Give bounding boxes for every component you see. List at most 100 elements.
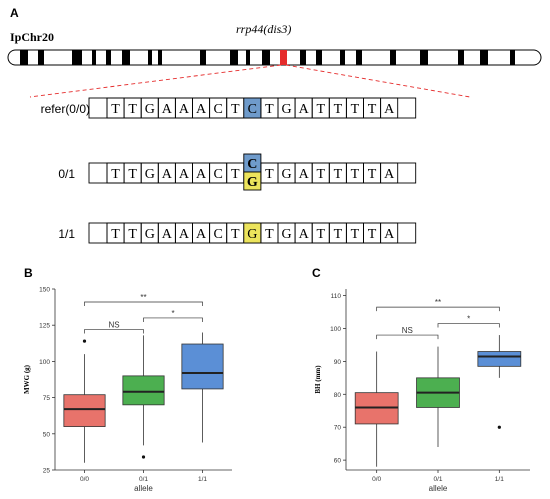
base-letter: A: [179, 102, 190, 117]
chromosome-band: [20, 50, 28, 65]
base-letter: T: [316, 227, 325, 242]
gene-label: rrp44(dis3): [236, 22, 291, 36]
base-letter: A: [162, 102, 173, 117]
base-letter: T: [351, 167, 360, 182]
base-letter: A: [196, 102, 207, 117]
base-letter: A: [162, 227, 173, 242]
chromosome-band: [356, 50, 362, 65]
base-letter: A: [179, 227, 190, 242]
base-letter: T: [316, 102, 325, 117]
y-axis-label: BH (mm): [314, 365, 322, 394]
x-tick-label: 0/1: [139, 476, 148, 483]
base-letter: T: [231, 167, 240, 182]
base-letter: G: [145, 227, 155, 242]
panel-c-label: C: [312, 266, 321, 280]
base-letter: T: [316, 167, 325, 182]
base-letter: T: [334, 227, 343, 242]
base-cell: [380, 97, 399, 119]
panel-a-label: A: [10, 6, 19, 20]
y-tick-label: 100: [39, 359, 50, 366]
chromosome-band: [230, 50, 238, 65]
x-tick-label: 0/0: [80, 476, 89, 483]
base-letter: T: [111, 102, 120, 117]
sequence-row-label: 0/1: [58, 167, 75, 181]
chromosome-band: [340, 50, 345, 65]
sequence-row-label: 1/1: [58, 227, 75, 241]
y-tick-label: 25: [43, 468, 51, 475]
base-letter: C: [213, 167, 222, 182]
chromosome-label: IpChr20: [10, 30, 54, 44]
chromosome-band: [300, 50, 306, 65]
base-letter: A: [179, 167, 190, 182]
base-letter: C: [213, 102, 222, 117]
significance-bracket: [84, 329, 144, 334]
chromosome-band: [246, 50, 250, 65]
snp-letter-ref: C: [247, 157, 257, 172]
significance-label: NS: [402, 326, 413, 335]
snp-letter-alt: G: [247, 175, 258, 190]
base-letter: T: [265, 102, 274, 117]
base-letter: T: [128, 227, 137, 242]
significance-bracket: [143, 317, 203, 322]
y-tick-label: 100: [330, 326, 341, 333]
chromosome-band: [390, 50, 396, 65]
base-letter: A: [384, 102, 395, 117]
x-tick-label: 0/1: [433, 476, 442, 483]
base-letter: T: [334, 102, 343, 117]
base-letter: G: [247, 227, 257, 242]
zoom-line-left: [29, 64, 282, 98]
sequence-row-label: refer(0/0): [41, 102, 90, 116]
base-letter: T: [351, 102, 360, 117]
base-letter: G: [281, 167, 291, 182]
base-letter: C: [248, 102, 257, 117]
base-letter: A: [299, 167, 310, 182]
box-1-1: [477, 351, 522, 367]
base-letter: T: [231, 227, 240, 242]
base-letter: T: [265, 167, 274, 182]
chromosome-band: [38, 50, 44, 65]
outlier-point: [82, 339, 87, 343]
base-letter: A: [162, 167, 173, 182]
y-tick-label: 80: [334, 392, 342, 399]
chromosome-band: [420, 50, 428, 65]
significance-bracket: [376, 306, 500, 312]
base-letter: T: [351, 227, 360, 242]
chromosome-band: [458, 50, 464, 65]
chromosome-band: [262, 50, 270, 65]
significance-bracket: [84, 301, 203, 307]
base-letter: A: [299, 227, 310, 242]
chromosome-band: [72, 50, 82, 65]
y-tick-label: 50: [43, 431, 51, 438]
chromosome-band: [122, 50, 130, 65]
outlier-point: [141, 455, 146, 459]
chromosome-bands: [20, 50, 515, 65]
x-tick-label: 1/1: [495, 476, 504, 483]
base-letter: A: [384, 227, 395, 242]
significance-label: NS: [108, 321, 119, 330]
chromosome-band: [92, 50, 96, 65]
base-letter: G: [281, 227, 291, 242]
base-letter: T: [368, 167, 377, 182]
chromosome-band: [158, 50, 162, 65]
chromosome-band: [200, 50, 206, 65]
x-tick-label: 0/0: [372, 476, 381, 483]
base-letter: G: [281, 102, 291, 117]
base-letter: A: [299, 102, 310, 117]
significance-label: **: [140, 293, 146, 302]
chromosome-band: [510, 50, 515, 65]
base-letter: A: [196, 167, 207, 182]
base-letter: T: [368, 227, 377, 242]
base-letter: T: [128, 102, 137, 117]
gene-locus-marker: [280, 50, 287, 65]
base-cell: [380, 222, 399, 244]
base-cell: [380, 162, 399, 184]
base-letter: T: [111, 227, 120, 242]
box-0-1: [122, 375, 165, 406]
